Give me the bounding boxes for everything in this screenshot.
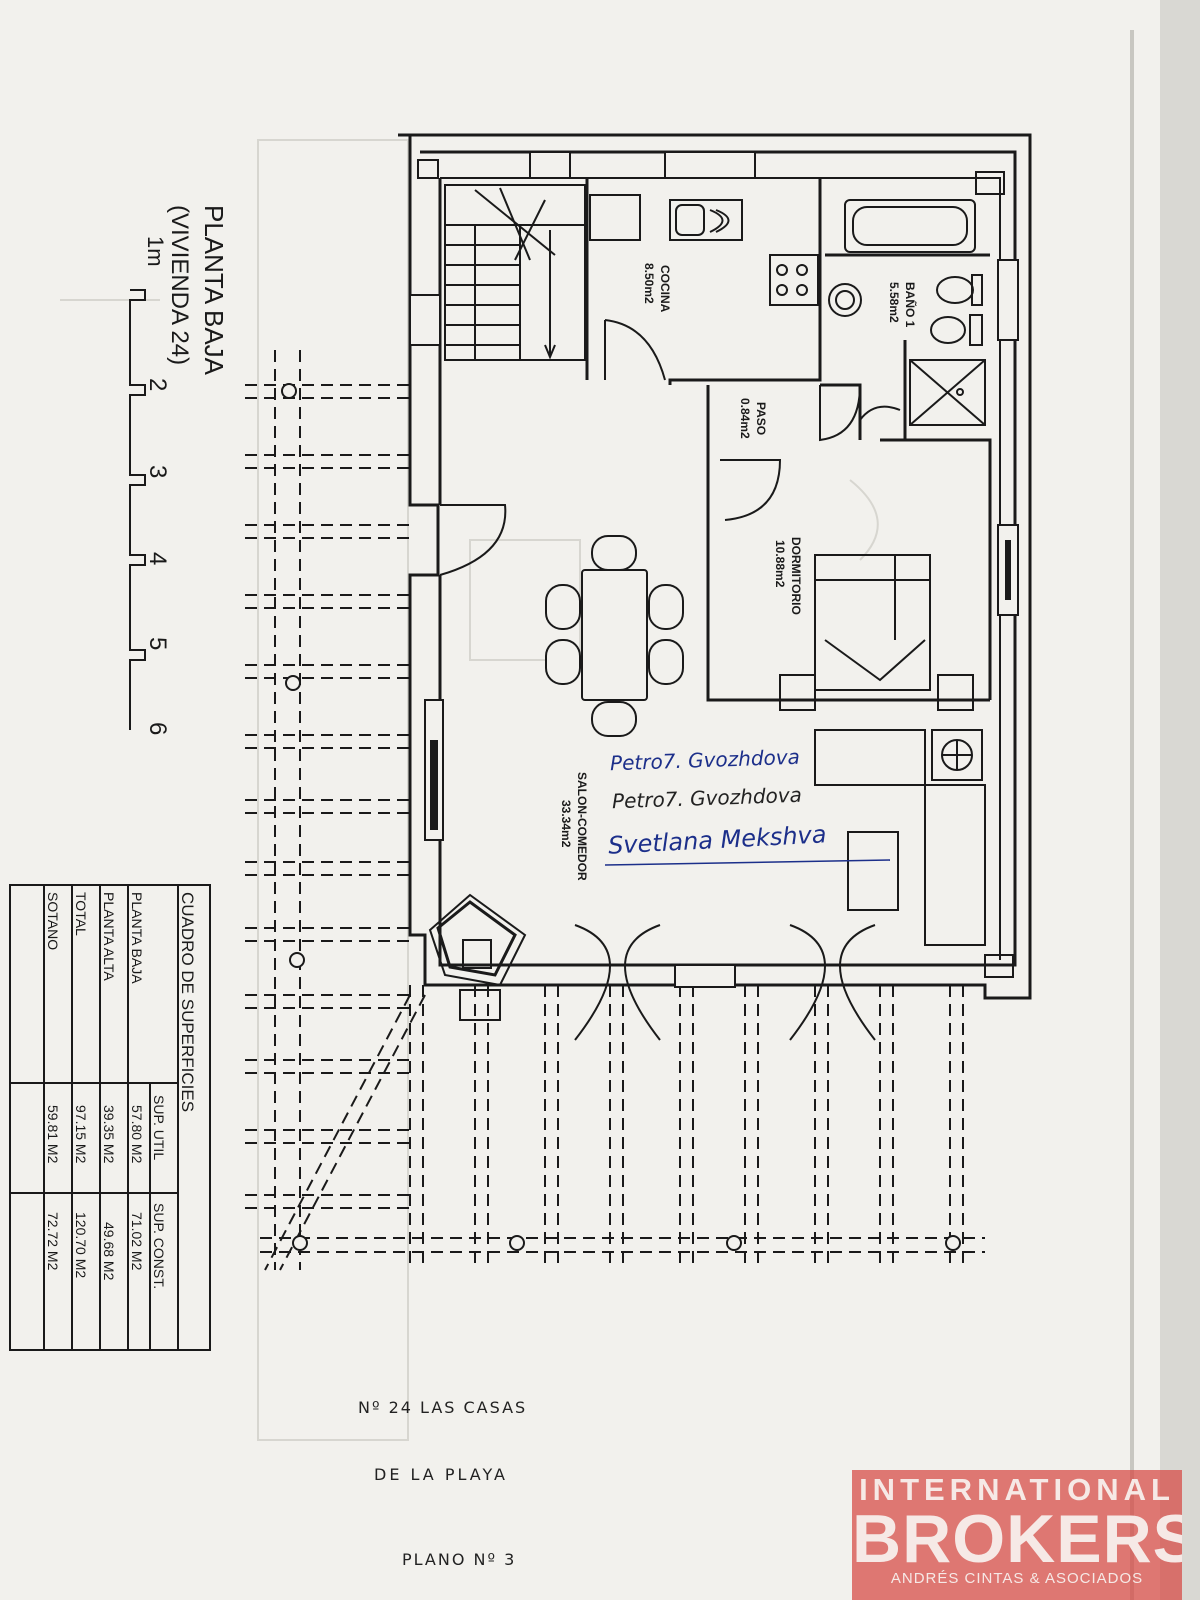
plan-title-group: PLANTA BAJA (VIVIENDA 24) 1m 2 3 4 5 6 [143, 205, 229, 735]
room-bedroom-area: 10.88m2 [773, 540, 787, 588]
row-planta-alta-util: 39.35 M2 [101, 1105, 117, 1164]
col-head-util: SUP. UTIL [151, 1095, 167, 1160]
plan-sheet [0, 0, 1160, 1600]
row-sotano-label: SOTANO [45, 892, 61, 950]
scale-bar [129, 289, 146, 730]
interior-walls [585, 178, 992, 702]
window-glass [430, 540, 1011, 830]
staircase [444, 184, 586, 361]
watermark-line-2: BROKERS [852, 1501, 1182, 1577]
row-planta-alta-label: PLANTA ALTA [101, 892, 117, 981]
row-planta-baja-label: PLANTA BAJA [129, 892, 145, 984]
living-furniture [814, 729, 986, 946]
room-kitchen-area: 8.50m2 [642, 263, 656, 304]
row-planta-alta-const: 49.68 M2 [101, 1222, 117, 1281]
room-bedroom-name: DORMITORIO [789, 537, 803, 615]
broker-watermark-logo: INTERNATIONAL BROKERS ANDRÉS CINTAS & AS… [852, 1470, 1182, 1600]
col-head-const: SUP. CONST. [151, 1203, 167, 1289]
room-bath-area: 5.58m2 [887, 282, 901, 323]
bedroom-furniture [779, 554, 974, 711]
row-total-const: 120.70 M2 [73, 1212, 89, 1278]
kitchen-fittings [589, 194, 819, 381]
room-labels: COCINA 8.50m2 BAÑO 1 5.58m2 PASO 0.84m2 … [559, 263, 918, 881]
pergola-posts [281, 383, 961, 1251]
room-living-name: SALON-COMEDOR [575, 772, 589, 881]
dining-set [545, 535, 684, 737]
room-living-area: 33.34m2 [559, 800, 573, 848]
signature-underline [604, 859, 891, 866]
watermark-line-3: ANDRÉS CINTAS & ASOCIADOS [890, 1570, 1144, 1587]
row-sotano-const: 72.72 M2 [45, 1212, 61, 1271]
room-hall-name: PASO [754, 402, 768, 435]
row-planta-baja-util: 57.80 M2 [129, 1105, 145, 1164]
exterior-walls [398, 133, 1032, 1000]
handwritten-note-place: DE LA PLAYA [374, 1465, 508, 1484]
room-hall-area: 0.84m2 [738, 398, 752, 439]
windows [409, 151, 1019, 988]
scale-mark-4: 4 [144, 552, 171, 565]
row-sotano-util: 59.81 M2 [45, 1105, 61, 1164]
scale-label: 1m [143, 236, 168, 267]
scale-mark-2: 2 [144, 378, 171, 391]
surface-table-grid [9, 884, 211, 1351]
scale-mark-3: 3 [144, 465, 171, 478]
doors [439, 384, 876, 1041]
surface-table: CUADRO DE SUPERFICIES SUP. UTIL SUP. CON… [45, 892, 197, 1289]
row-total-label: TOTAL [73, 892, 89, 936]
pergola-beams-left [245, 350, 410, 1270]
scale-mark-6: 6 [144, 722, 171, 735]
watermark-line-1: INTERNATIONAL [859, 1472, 1175, 1507]
plan-subtitle: (VIVIENDA 24) [166, 205, 193, 365]
paper-edge [1130, 30, 1134, 1600]
fireplace [428, 893, 527, 1021]
room-bath-name: BAÑO 1 [903, 282, 918, 328]
surface-table-title: CUADRO DE SUPERFICIES [178, 892, 197, 1112]
row-planta-baja-const: 71.02 M2 [129, 1212, 145, 1271]
handwritten-note-plan-number: PLANO Nº 3 [402, 1550, 517, 1569]
row-total-util: 97.15 M2 [73, 1105, 89, 1164]
scale-mark-5: 5 [144, 637, 171, 650]
plan-title: PLANTA BAJA [199, 205, 229, 376]
pergola-beams-bottom [260, 985, 985, 1271]
room-kitchen-name: COCINA [658, 265, 672, 313]
bathroom-fittings [828, 199, 986, 426]
handwritten-note-house: Nº 24 LAS CASAS [358, 1398, 528, 1417]
